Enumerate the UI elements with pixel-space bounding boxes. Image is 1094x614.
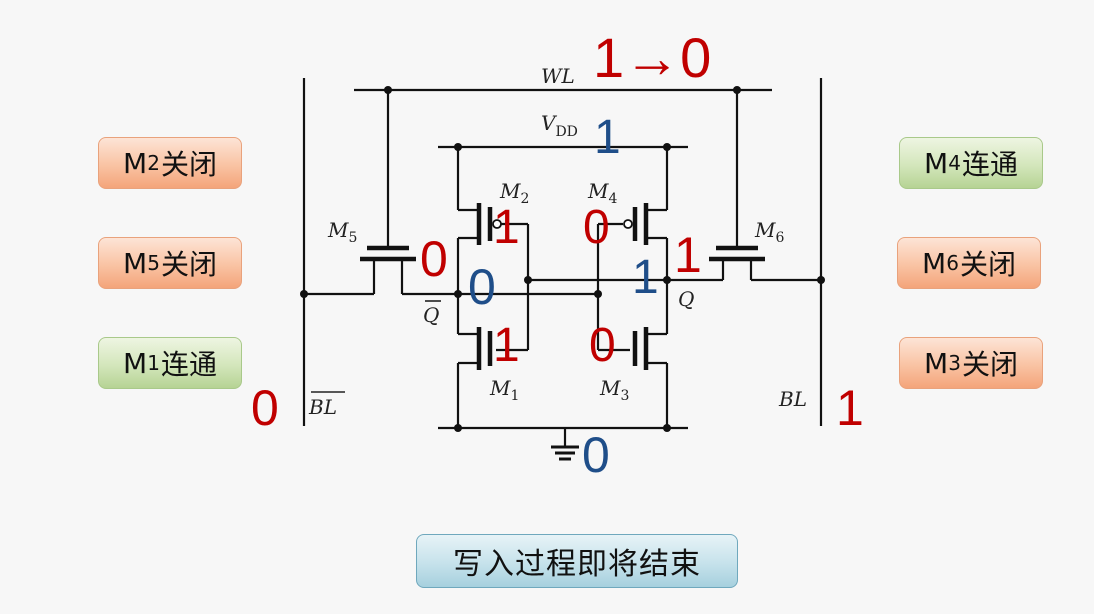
blbar-value: 0 [251,380,279,436]
vdd-value: 1 [594,111,621,164]
wl-label: WL [541,64,575,88]
q-label: Q [678,287,694,311]
m6-gate-value: 1 [674,227,702,283]
m4-bubble [623,219,633,229]
write-ending-button[interactable]: 写入过程即将结束 [416,534,738,588]
m2-label: M2 [499,179,529,207]
wl-value: 1→0 [593,26,712,89]
gnd-value: 0 [582,427,610,483]
m4-label: M4 [587,179,617,207]
qbar-value: 0 [468,259,496,315]
m1-gate-value: 1 [493,319,520,372]
m5-gate-value: 0 [420,231,448,287]
m3-label: M3 [599,376,629,404]
m3-gate-value: 0 [589,319,616,372]
m5-label: M5 [327,218,357,246]
m2-bubble [492,219,502,229]
bl-label: BL [778,387,807,411]
m6-label: M6 [754,218,784,246]
blbar-label: BL [308,395,337,419]
bl-value: 1 [836,380,864,436]
vdd-label: VDD [541,111,578,140]
qbar-label: Q [423,303,439,327]
m2-gate-value: 1 [493,201,520,254]
q-value: 1 [632,251,659,304]
m4-gate-value: 0 [583,201,610,254]
m1-label: M1 [489,376,519,404]
